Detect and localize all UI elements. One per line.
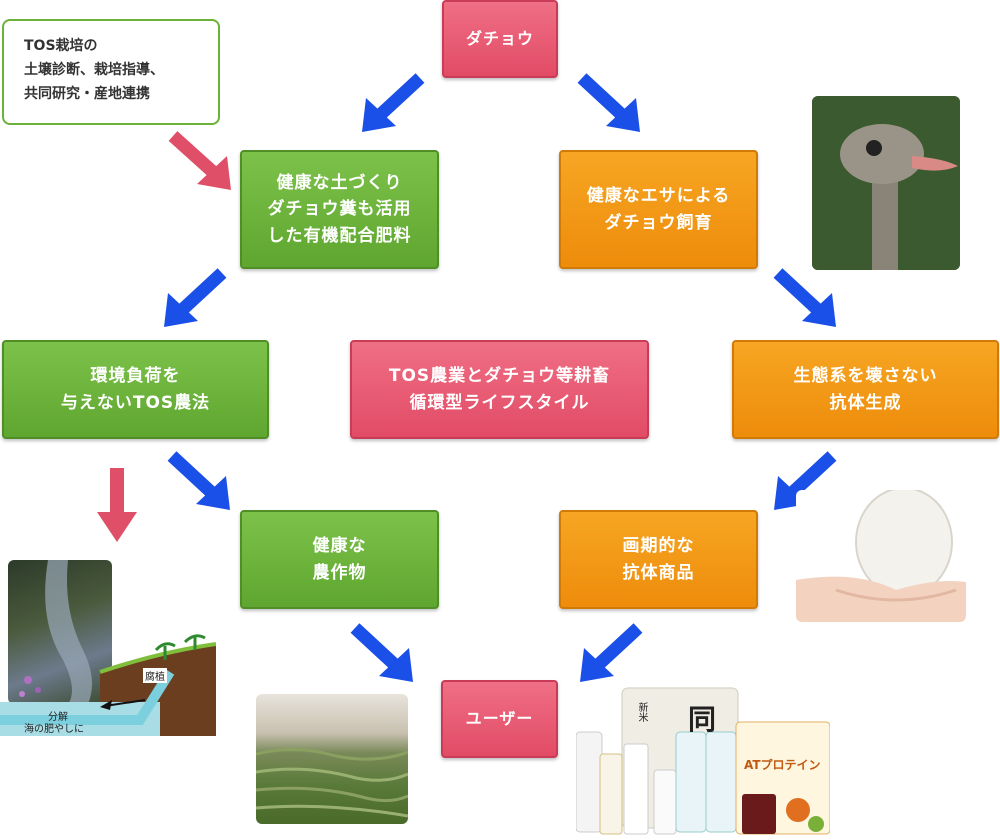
supplement-label: ATプロテイン [744, 758, 821, 772]
rice-bag-label: 同 [688, 703, 717, 736]
tos-agriculture-node: 環境負荷を 与えないTOS農法 [2, 340, 269, 439]
arrow-ostrich-to-feed [577, 73, 640, 132]
soil-cycle-diagram [0, 634, 216, 736]
arrow-note-to-soil [168, 131, 231, 190]
healthy-soil-node: 健康な土づくり ダチョウ糞も活用 した有機配合肥料 [240, 150, 439, 269]
stream-photo [8, 560, 112, 704]
arrow-feed-to-antibody [773, 268, 836, 327]
humus-label: 腐植 [143, 668, 167, 683]
arrow-crops-to-user [350, 623, 413, 682]
sea-fertilizer-label: 海の肥やしに [24, 724, 84, 735]
arrow-tos-to-crops [167, 451, 230, 510]
user-node: ユーザー [441, 680, 558, 758]
antibody-generation-node: 生態系を壊さない 抗体生成 [732, 340, 999, 439]
terraced-field-photo [256, 694, 408, 824]
healthy-crops-node: 健康な 農作物 [240, 510, 439, 609]
healthy-feed-node: 健康なエサによる ダチョウ飼育 [559, 150, 758, 269]
ostrich-node: ダチョウ [442, 0, 558, 78]
arrow-soil-to-tos [164, 268, 227, 327]
decompose-label: 分解 [48, 712, 68, 723]
antibody-products-node: 画期的な 抗体商品 [559, 510, 758, 609]
center-lifestyle-node: TOS農業とダチョウ等耕畜 循環型ライフスタイル [350, 340, 649, 439]
products-photo: 同 新米 ATプロテイン [576, 684, 830, 836]
ostrich-photo [812, 96, 960, 270]
rice-bag-tag: 新米 [636, 702, 647, 722]
arrow-tos-to-soil-diagram [97, 468, 137, 542]
egg-in-hands-photo [796, 490, 966, 622]
arrow-products-to-user [580, 623, 643, 682]
arrow-ostrich-to-soil [362, 73, 425, 132]
tos-cultivation-note: TOS栽培の 土壌診断、栽培指導、 共同研究・産地連携 [2, 19, 220, 125]
